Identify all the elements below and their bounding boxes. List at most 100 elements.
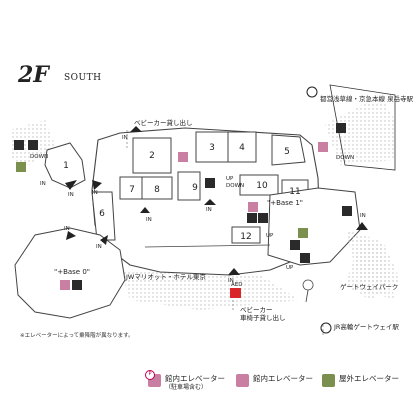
location-pin-icon [302,279,314,303]
escalator-icon [258,213,268,223]
elevator-note: ※エレベーターによって乗降階が異なります。 [20,333,134,339]
up-label-2: UP [266,233,274,239]
south-corridor [144,244,271,248]
outdoor-area-south [120,270,300,310]
room-6-number: 6 [99,209,105,219]
down-label-1: DOWN [30,154,49,160]
east-escalator-bay [329,84,396,171]
outdoor-elevator-icon [298,228,308,238]
arrow-icon [66,231,76,240]
room-8[interactable] [141,176,173,200]
stroller-wheelchair-label-1: ベビーカー [240,306,273,314]
legend-label: 屋外エレベーター [339,374,399,383]
in-label-3: IN [92,190,98,196]
outdoor-elevator-icon [322,374,335,387]
room-4[interactable] [227,131,257,163]
base-0-area[interactable] [14,227,126,319]
station-icon [320,322,332,334]
arrow-icon [204,199,216,205]
room-10[interactable] [239,174,279,196]
inner-elevator-icon [60,280,70,290]
room-10-number: 10 [256,181,268,191]
arrow-icon [140,207,150,213]
legend-outdoor-elevator: 屋外エレベーター [322,374,399,387]
escalator-icon [14,140,24,150]
in-label-8: IN [360,213,366,219]
in-label-7: IN [96,244,102,250]
in-label-10: IN [206,207,212,213]
entrance-arrows [65,126,368,275]
room-5[interactable] [271,134,306,166]
leader-lines [126,130,324,335]
inner-elevator-parking-icon [145,370,161,387]
room-12-number: 12 [240,232,251,242]
room-1[interactable] [44,142,86,189]
legend-inner-elevator: 館内エレベーター [236,374,313,387]
inner-elevator-icon [318,142,328,152]
room-4-number: 4 [239,143,245,153]
jr-station-label: JR高輪ゲートウェイ駅 [334,323,399,331]
inner-elevator-icon [248,202,258,212]
in-label-4: IN [146,217,152,223]
elevators [16,142,328,290]
escalator-icon [342,206,352,216]
escalator-icon [290,240,300,250]
escalator-icon [28,140,38,150]
legend-label: 館内エレベーター [253,374,313,383]
room-1-number: 1 [63,161,69,171]
escalator-icon [300,253,310,263]
room-2[interactable] [132,137,172,174]
room-3-number: 3 [209,143,215,153]
aed-icon [230,288,241,298]
room-3[interactable] [195,131,229,163]
base-1-label: "+Base 1" [267,199,303,207]
arrow-icon [92,180,102,190]
stroller-rental-label: ベビーカー貸し出し [134,119,193,127]
room-5-number: 5 [284,147,290,157]
gateway-park-label: ゲートウェイパーク [340,283,399,291]
room-7-number: 7 [129,185,135,195]
up-label-3: UP [286,265,294,271]
room-9[interactable] [177,171,201,201]
arrow-icon [356,222,368,230]
escalator-icon [72,280,82,290]
escalator-icon [205,178,215,188]
stroller-wheelchair-label-2: 車椅子貸し出し [240,314,286,322]
room-9-number: 9 [192,183,198,193]
floor-title: 2F [18,62,49,88]
outdoor-area-northeast [325,95,395,165]
base-0-label: "+Base 0" [54,268,90,276]
inner-elevator-icon [236,374,249,387]
arrow-icon [65,180,77,190]
in-label-5: IN [228,278,234,284]
in-label-1: IN [40,181,46,187]
room-6[interactable] [91,191,116,241]
arrow-icon [228,268,240,275]
in-label-2: IN [68,192,74,198]
gateway-park-green [345,230,395,300]
inner-elevator-parking-icon [178,152,188,162]
arrow-icon [100,235,108,245]
jw-marriott-label: JWマリオット・ホテル東京 [126,273,206,281]
subway-label: 都営浅草線・京急本線 泉岳寺駅 [320,95,414,103]
escalator-icon [336,123,346,133]
room-8-number: 8 [154,185,160,195]
down-label-2: DOWN [226,183,245,189]
room-numbers: 1 2 3 4 5 6 7 8 9 10 11 12 [63,143,301,242]
in-label-9: IN [122,135,128,141]
aed-label: AED [231,282,243,288]
legend-label: 館内エレベーター（駐車場含む） [165,374,225,391]
down-label-3: DOWN [336,155,355,161]
room-2-number: 2 [149,151,155,161]
wing-label: SOUTH [64,73,102,83]
in-label-6: IN [64,226,70,232]
outdoor-elevator-icon [16,162,26,172]
room-12[interactable] [231,226,261,244]
escalators [14,123,352,290]
up-label-1: UP [226,176,234,182]
arrow-icon [130,126,142,132]
subway-icon [306,86,318,98]
escalator-icon [247,213,257,223]
legend-inner-elevator-parking: 館内エレベーター（駐車場含む） [145,370,225,392]
